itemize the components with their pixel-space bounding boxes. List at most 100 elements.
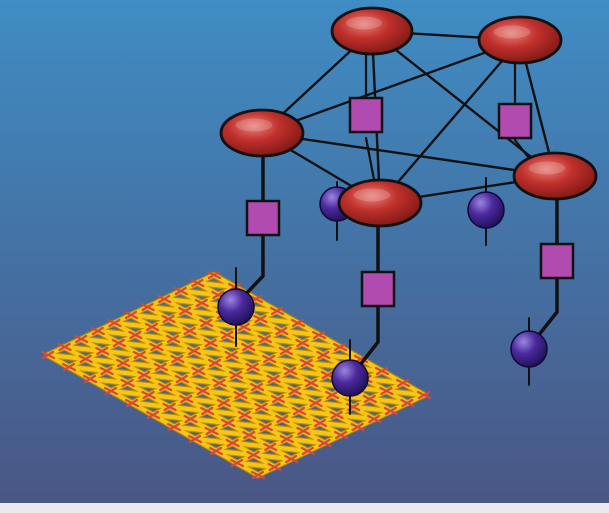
lattice-bond — [125, 380, 168, 390]
lattice-site — [316, 350, 331, 360]
lattice-bond — [142, 372, 184, 382]
lattice-bond — [178, 288, 221, 298]
lattice-site — [221, 418, 236, 428]
lattice-site — [279, 434, 294, 444]
lattice-site — [182, 326, 197, 336]
square-node — [497, 102, 533, 140]
lattice-bond — [238, 392, 281, 402]
bottom-strip — [0, 503, 609, 513]
lattice-bond — [175, 356, 218, 366]
lattice-bond — [167, 404, 210, 414]
lattice-bond — [267, 356, 309, 366]
lattice-site — [269, 306, 285, 316]
network-edge — [260, 131, 557, 178]
lattice-site — [291, 406, 307, 416]
lattice-site — [250, 470, 266, 480]
lattice-site — [199, 318, 214, 328]
lattice-site — [186, 346, 202, 356]
lattice-site — [290, 318, 306, 328]
lattice-site — [137, 370, 152, 380]
lattice-site — [295, 338, 310, 348]
lattice-site — [212, 378, 227, 388]
lattice-bond — [279, 328, 322, 338]
lattice-site — [262, 354, 277, 364]
lattice-bond — [275, 396, 318, 406]
lattice-site — [246, 450, 261, 460]
lattice-site — [379, 386, 394, 396]
ellipse-node — [337, 178, 423, 228]
lattice-bond — [108, 388, 151, 398]
lattice-site — [299, 358, 314, 368]
square-node — [539, 242, 575, 280]
lattice-bond — [280, 416, 323, 426]
lattice-bond — [162, 296, 204, 306]
lattice-site — [245, 362, 260, 372]
lattice-site — [284, 454, 299, 464]
lattice-site — [237, 410, 252, 420]
lattice-site — [195, 386, 210, 396]
lattice-site — [300, 446, 315, 456]
lattice-bond — [112, 320, 155, 330]
lattice-site — [308, 398, 323, 408]
lattice-site — [194, 298, 209, 308]
lattice-bond — [129, 400, 172, 410]
lattice-bond — [87, 376, 130, 386]
lattice-bond — [221, 400, 264, 410]
lattice-bond — [171, 424, 214, 434]
sphere-node — [510, 330, 548, 368]
lattice-site — [187, 434, 203, 444]
lattice-bond — [66, 364, 109, 374]
lattice-site — [158, 382, 173, 392]
lattice-site — [145, 410, 161, 420]
lattice-site — [362, 394, 377, 404]
lattice-site — [395, 378, 411, 388]
lattice-site — [228, 370, 244, 380]
lattice-site — [333, 430, 349, 440]
lattice-bond — [233, 372, 276, 382]
lattice-site — [304, 378, 319, 388]
square-node — [245, 199, 281, 237]
lattice-bond — [284, 436, 327, 446]
lattice-bond — [225, 332, 267, 342]
lattice-bond — [188, 416, 231, 426]
network-edge — [378, 38, 522, 205]
network-nodes — [217, 6, 598, 397]
lattice-site — [123, 310, 139, 320]
lattice-site — [82, 374, 98, 384]
lattice-site — [258, 422, 273, 432]
lattice-bond — [158, 364, 201, 374]
lattice-site — [229, 458, 245, 468]
lattice-site — [207, 358, 223, 368]
lattice-bond — [283, 348, 326, 358]
ellipse-node — [330, 6, 414, 56]
lattice-site — [90, 326, 105, 336]
lattice-bond — [100, 348, 142, 358]
lattice-bond — [208, 340, 251, 350]
lattice-site — [107, 318, 122, 328]
lattice-bond — [258, 316, 301, 326]
lattice-site — [149, 342, 164, 352]
lattice-site — [278, 346, 293, 356]
lattice-site — [225, 438, 240, 448]
lattice-site — [124, 398, 140, 408]
lattice-site — [332, 342, 348, 352]
lattice-bond — [229, 352, 272, 362]
lattice-bond — [150, 412, 193, 422]
lattice-site — [253, 314, 268, 324]
lattice-bond — [196, 368, 239, 378]
lattice-bond — [288, 368, 330, 378]
lattice-site — [350, 422, 365, 432]
lattice-bond — [62, 344, 105, 354]
lattice-bond — [83, 356, 126, 366]
network-edge — [536, 279, 559, 338]
lattice-site — [95, 346, 110, 356]
lattice-bond — [191, 348, 234, 358]
lattice-bond — [271, 376, 314, 386]
lattice-site — [257, 334, 272, 344]
network-edge — [358, 307, 380, 367]
lattice-site — [311, 330, 327, 340]
lattice-site — [249, 382, 265, 392]
lattice-bond — [268, 444, 310, 454]
